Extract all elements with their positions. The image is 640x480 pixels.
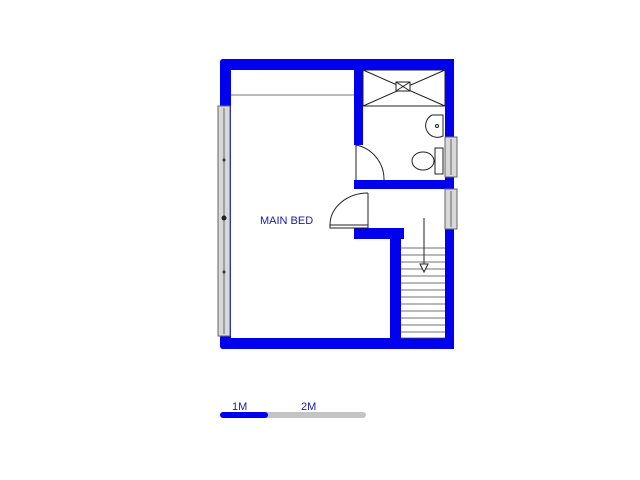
room-label-main-bed: MAIN BED — [260, 215, 313, 227]
wall-stair-top — [354, 228, 404, 239]
scale-bar: 1M 2M — [220, 401, 366, 418]
wall-bottom — [220, 338, 454, 349]
shower — [362, 69, 446, 107]
wall-stair-west — [390, 228, 401, 349]
toilet-icon — [411, 147, 444, 175]
staircase — [401, 247, 445, 339]
window-right-bathroom — [444, 136, 458, 178]
stair-direction-arrow-icon — [419, 218, 429, 274]
wall-bathroom-south — [354, 180, 454, 189]
window-left — [217, 105, 231, 337]
bedroom-door — [329, 192, 369, 229]
bathroom-door — [355, 144, 385, 181]
wall-bathroom-west — [354, 59, 363, 145]
wall-top — [220, 59, 454, 70]
basin-icon — [425, 114, 444, 138]
wall-right-lower — [445, 228, 454, 349]
walls — [220, 59, 454, 349]
window-right-stair — [444, 188, 458, 230]
scale-label-2m: 2M — [301, 401, 316, 413]
scale-label-1m: 1M — [232, 401, 247, 413]
wall-right-upper — [445, 59, 454, 139]
